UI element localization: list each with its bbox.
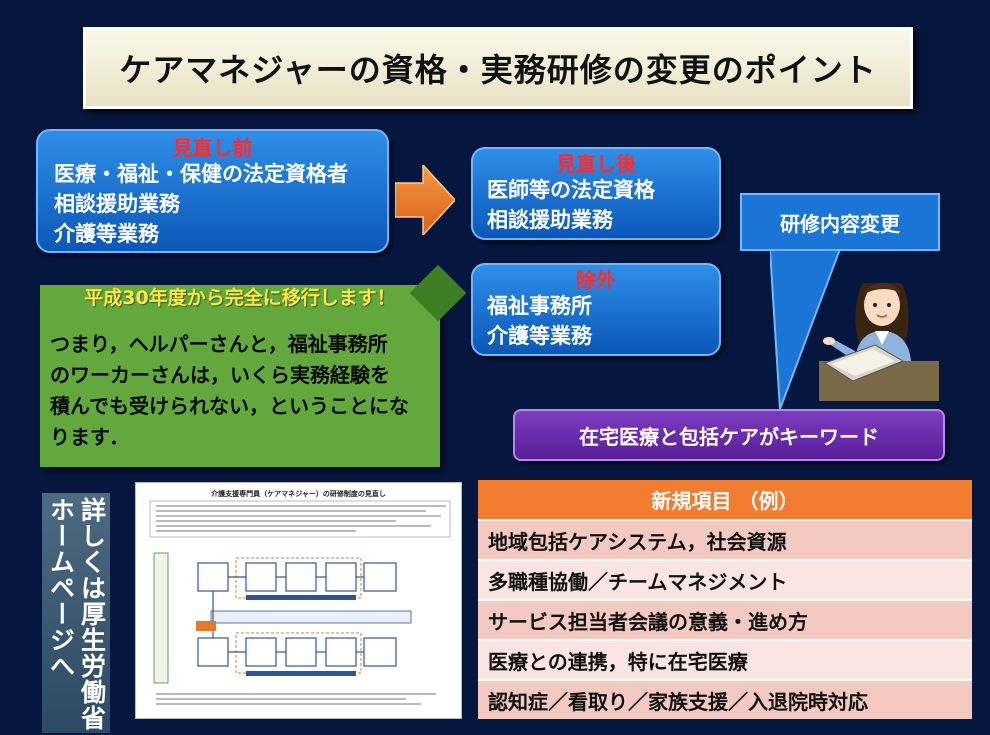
- note-line: ります．: [50, 425, 130, 449]
- keyword-banner: 在宅医療と包括ケアがキーワード: [513, 409, 945, 461]
- table-row: サービス担当者会議の意義・進め方: [478, 599, 972, 639]
- document-thumbnail[interactable]: 介護支援専門員（ケアマネジャー）の研修制度の見直し: [135, 482, 462, 719]
- before-revision-box: 見直し前 医療・福祉・保健の法定資格者 相談援助業務 介護等業務: [36, 129, 389, 253]
- after-revision-box: 見直し後 医師等の法定資格 相談援助業務: [471, 147, 721, 240]
- document-title: 介護支援専門員（ケアマネジャー）の研修制度の見直し: [211, 490, 386, 498]
- excluded-box: 除外 福祉事務所 介護等業務: [471, 263, 721, 356]
- page-title: ケアマネジャーの資格・実務研修の変更のポイント: [83, 27, 913, 109]
- table-row: 認知症／看取り／家族支援／入退院時対応: [478, 679, 972, 719]
- excluded-item: 介護等業務: [487, 324, 592, 348]
- note-heading: 平成30年度から完全に移行します！: [84, 287, 396, 309]
- table-header: 新規項目 （例）: [478, 480, 972, 519]
- document-diagram: [149, 500, 451, 705]
- excluded-heading: 除外: [576, 268, 616, 292]
- side-label-line2: ホームページへ: [46, 497, 76, 679]
- right-arrow-icon: [395, 165, 455, 235]
- presenter-illustration: [819, 282, 939, 401]
- note-box: 平成30年度から完全に移行します！ つまり，ヘルパーさんと，福祉事務所 のワーカ…: [40, 264, 467, 467]
- after-item: 相談援助業務: [487, 208, 613, 232]
- table-row: 医療との連携，特に在宅医療: [478, 639, 972, 679]
- before-item: 医療・福祉・保健の法定資格者: [54, 162, 348, 186]
- before-heading: 見直し前: [172, 136, 253, 160]
- training-change-callout: 研修内容変更: [740, 193, 940, 251]
- after-item: 医師等の法定資格: [487, 178, 655, 202]
- before-item: 介護等業務: [54, 222, 159, 246]
- callout-tail: [770, 249, 840, 409]
- note-line: つまり，ヘルパーさんと，福祉事務所: [50, 332, 388, 356]
- after-heading: 見直し後: [556, 152, 636, 176]
- before-item: 相談援助業務: [54, 192, 180, 216]
- table-row: 多職種協働／チームマネジメント: [478, 559, 972, 599]
- note-line: 積んでも受けられない，ということにな: [50, 394, 409, 418]
- side-label-line1: 詳しくは厚生労働省: [77, 497, 107, 731]
- note-line: のワーカーさんは，いくら実務経験を: [50, 363, 390, 387]
- mhlw-homepage-link[interactable]: 詳しくは厚生労働省 ホームページへ: [42, 493, 110, 733]
- table-row: 地域包括ケアシステム，社会資源: [478, 519, 972, 559]
- note-body: つまり，ヘルパーさんと，福祉事務所 のワーカーさんは，いくら実務経験を 積んでも…: [50, 329, 440, 453]
- excluded-item: 福祉事務所: [487, 294, 592, 318]
- new-items-table: 新規項目 （例） 地域包括ケアシステム，社会資源 多職種協働／チームマネジメント…: [478, 480, 972, 720]
